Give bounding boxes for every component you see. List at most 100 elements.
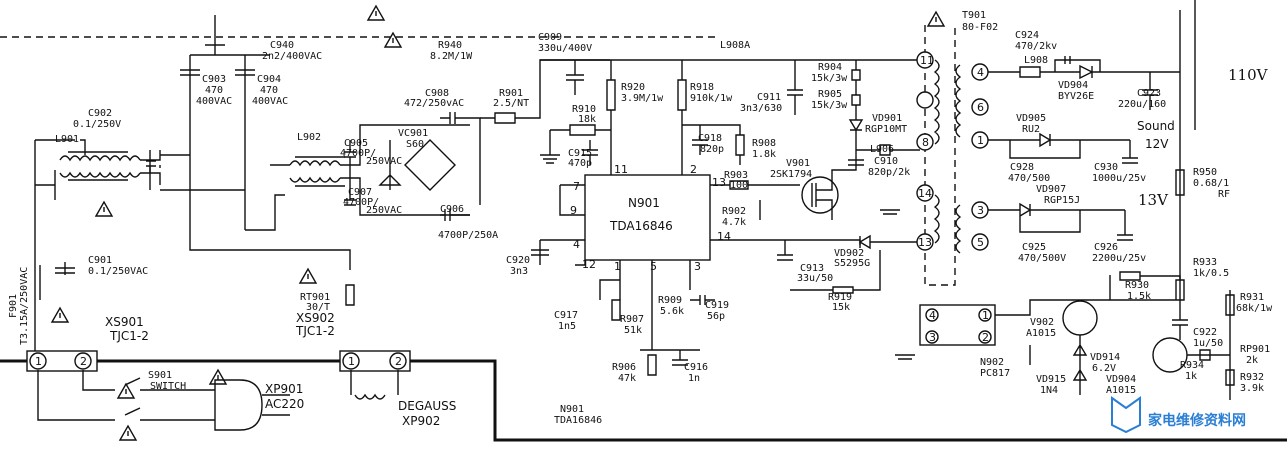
warning-icon [208,368,228,385]
t901-pin-6 [971,98,989,116]
label-s901-value: SWITCH [150,381,186,392]
label-c930-value: 1000u/25v [1092,173,1146,184]
oc-pin-1-label: 1 [982,309,989,322]
label-vd902: VD902 [834,248,864,259]
t901-primary [933,59,940,145]
xs902-pin-2 [389,352,407,370]
label-c916-value: 1n [688,373,700,384]
label-vd905: VD905 [1016,113,1046,124]
label-v902: V902 [1030,317,1054,328]
label-r905-value: 15k/3w [811,100,848,111]
warning-icon [118,424,138,441]
label-vd904b-value: A1015 [1106,385,1136,396]
label-r931: R931 [1240,292,1264,303]
label-r903: R903 [724,170,748,181]
label-r903-value: 100 [730,180,748,191]
label-c918-value: 820p [700,144,724,155]
label-c907-v2: 250VAC [366,205,402,216]
label-r919: R919 [828,292,852,303]
r910-c915 [549,124,611,165]
label-c940-value: 2n2/400VAC [262,51,322,62]
label-c910: C910 [874,156,898,167]
label-c919-value: 56p [707,311,725,322]
ic-pin-3: 3 [694,260,701,273]
label-t901: T901 [962,10,986,21]
label-c903-b: 400VAC [196,96,232,107]
label-vd901: VD901 [872,113,902,124]
l902-core [295,156,345,187]
ic-pin-12: 12 [582,258,596,271]
feedback-wires [995,271,1185,395]
label-c928-value: 470/500 [1008,173,1050,184]
label-c908: C908 [425,88,449,99]
label-l908a: L908A [720,40,750,51]
label-r907: R907 [620,314,644,325]
oc-pin-2-label: 2 [982,331,989,344]
xs902-pin-2-label: 2 [395,355,402,368]
t-pin-14: 14 [918,187,932,200]
c909-rail [540,59,920,95]
warning-icon [116,382,136,399]
oc-pin-3-label: 3 [929,331,936,344]
vd901-chain [848,60,864,150]
warning-icon [926,10,946,27]
label-f901-value: T3.15A/250VAC [19,267,30,345]
label-r902: R902 [722,206,746,217]
label-xs901: XS901 [105,315,144,329]
v901-mosfet-leads [811,160,857,220]
warning-icon [366,4,386,21]
label-c940: C940 [270,40,294,51]
warning-icon [94,200,114,217]
label-vd914: VD914 [1090,352,1120,363]
bridge-rectifier [404,139,456,191]
label-c915-value: 470p [568,158,592,169]
xs901-pin-2 [74,352,92,370]
label-r920: R920 [621,82,645,93]
ic-pin-14: 14 [717,230,731,243]
label-v901-value: 2SK1794 [770,169,812,180]
label-xs902-value: TJC1-2 [295,324,335,338]
label-r909: R909 [658,295,682,306]
label-r901: R901 [499,88,523,99]
label-xp901-value: AC220 [265,397,304,411]
t901-pin-14 [916,184,934,202]
t-pin-6: 6 [977,101,984,114]
wire [160,154,351,270]
l902-inductor [289,160,341,183]
r906-c916 [640,349,700,376]
label-r931-value: 68k/1w [1236,303,1273,314]
watermark-text: 家电维修资料网 [1148,412,1246,429]
label-c913: C913 [800,263,824,274]
label-c908-value: 472/250vAC [404,98,464,109]
label-rt901: RT901 [300,292,330,303]
label-r934-value: 1k [1185,371,1197,382]
label-v902-value: A1015 [1026,328,1056,339]
12v-output [988,132,1138,164]
component-labels: T901 80-F02 110V Sound 12V 13V C940 2n2/… [8,10,1273,429]
t-pin-4: 4 [977,66,984,79]
label-c926: C926 [1094,242,1118,253]
label-vc901: VC901 [398,128,428,139]
warning-icon [50,306,70,323]
label-rp901-value: 2k [1246,355,1258,366]
label-n901: N901 [628,196,660,210]
warning-icon [298,267,318,284]
degauss-coil [350,370,399,400]
label-110v: 110V [1228,66,1269,84]
label-vd901-value: RGP10MT [865,124,907,135]
label-c907-v1: 4700P/ [343,197,379,208]
l906-c910 [848,144,920,166]
label-c902: C902 [88,108,112,119]
label-r909-value: 5.6k [660,306,684,317]
label-r933: R933 [1193,257,1217,268]
thick-ground-rail [0,359,1287,442]
label-n901-value: TDA16846 [609,219,673,233]
t901-pin-5 [971,233,989,251]
c923 [1142,72,1158,110]
label-c902-value: 0.1/250V [73,119,121,130]
l901-core [68,151,128,181]
ic-pin-5: 5 [650,260,657,273]
wire [140,150,161,185]
label-r950-value: 0.68/1 [1193,178,1229,189]
